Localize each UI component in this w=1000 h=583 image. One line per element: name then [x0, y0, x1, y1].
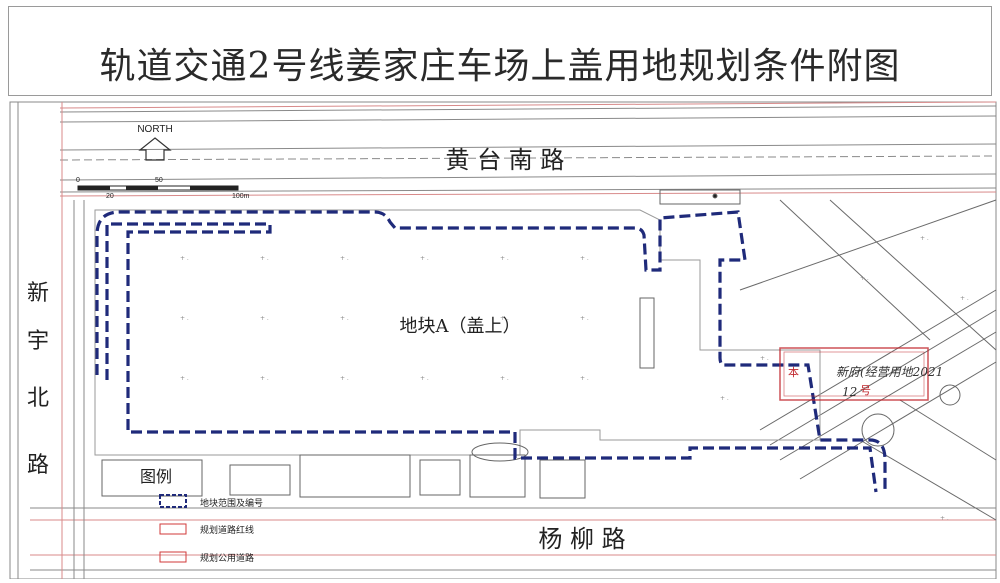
map-canvas: NORTH 0 20 50 100m 黄 台 南 路 杨 柳 路 新 宇 北 路 — [9, 101, 997, 580]
svg-text:+ .: + . — [420, 255, 429, 262]
south-road — [30, 507, 996, 571]
legend-swatch-redline — [159, 523, 187, 535]
map-area: NORTH 0 20 50 100m 黄 台 南 路 杨 柳 路 新 宇 北 路 — [0, 100, 1000, 580]
svg-text:+ .: + . — [920, 235, 929, 242]
svg-text:+ .: + . — [500, 315, 509, 322]
handwriting-2: 12 — [842, 385, 857, 399]
west-road-char: 北 — [27, 386, 49, 411]
svg-text:+ .: + . — [720, 395, 729, 402]
legend: 图例 地块范围及编号 规划道路红线 规划公用道路 — [140, 467, 263, 564]
svg-text:+ .: + . — [420, 375, 429, 382]
north-redline — [59, 101, 997, 197]
south-road-label: 杨 柳 路 — [538, 525, 625, 553]
svg-text:+ .: + . — [500, 255, 509, 262]
svg-text:+ .: + . — [580, 375, 589, 382]
parcel-label: 地块A（盖上） — [400, 316, 521, 337]
north-label: NORTH — [137, 124, 172, 135]
svg-text:+ .: + . — [580, 255, 589, 262]
circle-feature — [861, 413, 895, 447]
handwriting-1: 新府(经营用地2021 — [836, 365, 943, 379]
scale-tick-0: 0 — [76, 177, 80, 184]
legend-item-label: 地块范围及编号 — [200, 497, 263, 509]
legend-swatch-parcel — [159, 494, 187, 508]
north-road — [59, 105, 997, 193]
svg-text:+ .: + . — [260, 375, 269, 382]
stamp-text-1: 本 — [788, 365, 799, 379]
rail-lines — [739, 199, 997, 521]
scale-bar: 0 20 50 100m — [76, 177, 250, 200]
circle-feature — [939, 384, 961, 406]
svg-text:+ .: + . — [860, 275, 869, 282]
svg-text:+ .: + . — [760, 355, 769, 362]
svg-text:+ .: + . — [340, 255, 349, 262]
legend-title: 图例 — [140, 467, 172, 486]
west-road-label: 新 宇 北 路 — [27, 281, 49, 478]
svg-text:+ .: + . — [180, 315, 189, 322]
scale-tick-50: 50 — [155, 177, 163, 184]
svg-text:+ .: + . — [180, 255, 189, 262]
svg-text:+ .: + . — [340, 315, 349, 322]
scale-tick-20: 20 — [106, 193, 114, 200]
west-road-char: 路 — [27, 453, 49, 478]
svg-text:+ .: + . — [500, 375, 509, 382]
svg-text:+ .: + . — [180, 375, 189, 382]
north-arrow: NORTH — [137, 124, 173, 161]
svg-text:+ .: + . — [340, 375, 349, 382]
stamp-text-2: 号 — [860, 384, 871, 397]
svg-text:+ .: + . — [960, 295, 969, 302]
west-road — [17, 102, 85, 579]
svg-text:+ .: + . — [420, 315, 429, 322]
west-road-char: 新 — [27, 281, 49, 306]
svg-text:+ .: + . — [260, 315, 269, 322]
hatch-marks: + .+ .+ . + .+ .+ . + .+ .+ . + .+ .+ . … — [180, 235, 969, 522]
svg-text:+ .: + . — [580, 315, 589, 322]
legend-item-label: 规划公用道路 — [200, 552, 254, 564]
svg-text:+ .: + . — [940, 515, 949, 522]
south-buildings — [101, 189, 741, 499]
west-road-char: 宇 — [27, 329, 49, 354]
legend-swatch-public-road — [159, 551, 187, 563]
svg-text:+ .: + . — [260, 255, 269, 262]
approval-stamp: 本 号 — [779, 347, 929, 401]
parcel-boundary — [95, 210, 887, 493]
north-road-label: 黄 台 南 路 — [446, 146, 565, 174]
scale-tick-100: 100m — [232, 193, 250, 200]
page-title: 轨道交通2号线姜家庄车场上盖用地规划条件附图 — [99, 46, 901, 87]
legend-item-label: 规划道路红线 — [200, 524, 254, 536]
title-bar: 轨道交通2号线姜家庄车场上盖用地规划条件附图 — [8, 6, 992, 96]
